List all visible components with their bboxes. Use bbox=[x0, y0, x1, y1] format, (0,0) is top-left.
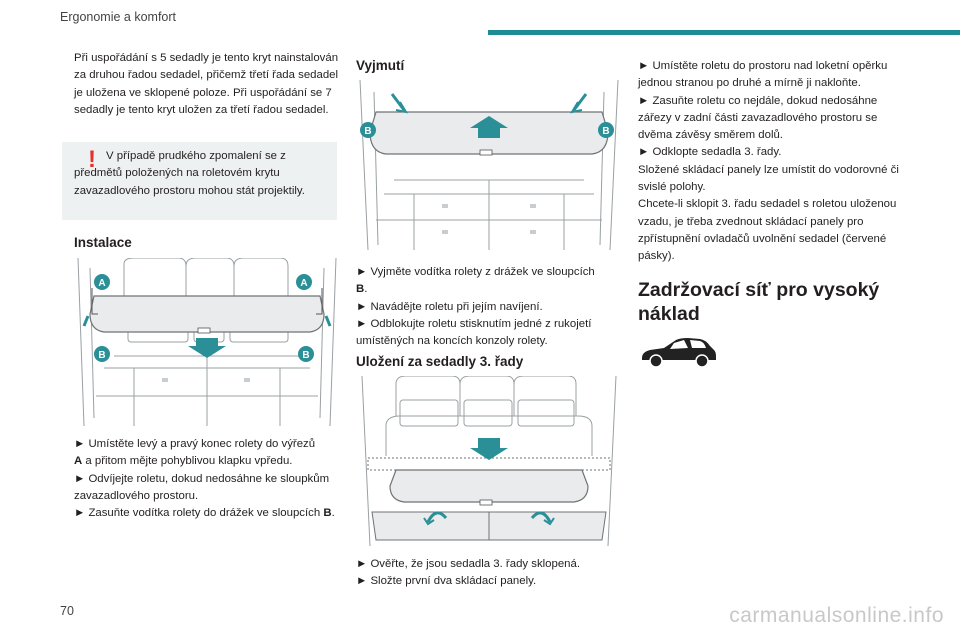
removal-label-b-right: B bbox=[602, 126, 609, 137]
watermark: carmanualsonline.info bbox=[729, 604, 944, 627]
removal-step-1: ► Vyjměte vodítka rolety z drážek ve slo… bbox=[356, 266, 595, 278]
removal-label-b-left: B bbox=[364, 126, 371, 137]
page-header-title: Ergonomie a komfort bbox=[60, 10, 177, 24]
figure-label-b-right: B bbox=[302, 350, 309, 361]
storage-steps: ► Ověřte, že jsou sedadla 3. řady sklope… bbox=[356, 556, 622, 591]
install-step-3-end: . bbox=[331, 507, 335, 520]
removal-step-3: ► Odblokujte roletu stisknutím jedné z r… bbox=[356, 317, 592, 348]
intro-paragraph: Při uspořádání s 5 sedadly je tento kryt… bbox=[74, 52, 339, 116]
warning-exclamation-icon: ! bbox=[88, 146, 96, 173]
col3-step-3: ► Odklopte sedadla 3. řady. bbox=[638, 146, 782, 159]
col3-steps: ► Umístěte roletu do prostoru nad loketn… bbox=[638, 58, 904, 266]
car-silhouette-icon bbox=[638, 336, 718, 368]
removal-figure: B B bbox=[356, 80, 622, 250]
install-step-1: ► Umístěte levý a pravý konec rolety do … bbox=[74, 438, 316, 450]
removal-heading: Vyjmutí bbox=[356, 58, 405, 73]
figure-label-b-left: B bbox=[98, 350, 105, 361]
storage-heading: Uložení za sedadly 3. řady bbox=[356, 354, 524, 369]
install-label-a: A bbox=[74, 455, 83, 468]
install-step-1b: a přitom mějte pohyblivou klapku vpředu. bbox=[82, 455, 293, 468]
figure-label-a-left: A bbox=[98, 278, 105, 289]
col3-step-1: ► Umístěte roletu do prostoru nad loketn… bbox=[638, 60, 888, 90]
install-step-3: ► Zasuňte vodítka rolety do drážek ve sl… bbox=[74, 507, 324, 520]
figure-label-a-right: A bbox=[300, 278, 307, 289]
warning-text: V případě prudkého zpomalení se z předmě… bbox=[74, 150, 305, 197]
removal-label-b: B bbox=[356, 283, 365, 296]
net-heading: Zadržovací síť pro vysoký náklad bbox=[638, 279, 880, 325]
install-label-b: B bbox=[323, 507, 332, 520]
page-number: 70 bbox=[60, 604, 74, 618]
col3-note-2: Chcete-li sklopit 3. řadu sedadel s role… bbox=[638, 198, 897, 263]
removal-step-2: ► Navádějte roletu při jejím navíjení. bbox=[356, 300, 543, 313]
col3-step-2: ► Zasuňte roletu co nejdále, dokud nedos… bbox=[638, 94, 878, 142]
removal-step-1-end: . bbox=[364, 283, 368, 296]
warning-box bbox=[62, 142, 337, 220]
install-heading: Instalace bbox=[74, 235, 132, 250]
col3-note-1: Složené skládací panely lze umístit do v… bbox=[638, 163, 899, 194]
install-step-2: ► Odvíjejte roletu, dokud nedosáhne ke s… bbox=[74, 472, 330, 502]
storage-step-1: ► Ověřte, že jsou sedadla 3. řady sklope… bbox=[356, 558, 581, 570]
storage-figure bbox=[356, 376, 622, 546]
install-steps: ► Umístěte levý a pravý konec rolety do … bbox=[74, 436, 340, 522]
install-figure: A A B B bbox=[74, 258, 340, 426]
header-accent-bar bbox=[488, 30, 960, 35]
removal-steps: ► Vyjměte vodítka rolety z drážek ve slo… bbox=[356, 264, 622, 350]
storage-step-2: ► Složte první dva skládací panely. bbox=[356, 575, 537, 588]
